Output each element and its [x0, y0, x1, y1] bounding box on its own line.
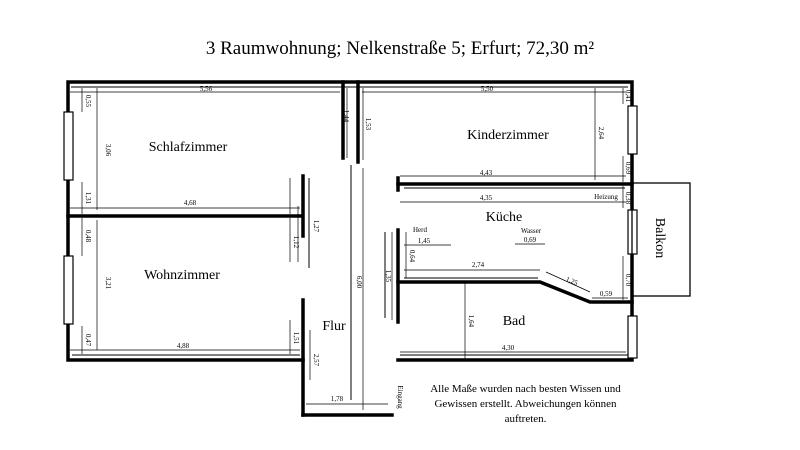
dim-schlaf-height: 3,06	[104, 144, 112, 157]
dim-right-c: 0,70	[624, 274, 632, 287]
page-title: 3 Raumwohnung; Nelkenstraße 5; Erfurt; 7…	[205, 38, 595, 59]
dim-top-left-width: 5,56	[200, 85, 213, 93]
dim-bad-width: 4,30	[502, 344, 515, 352]
dim-door-b: 1,12	[292, 236, 300, 249]
label-heizung: Heizung	[594, 193, 618, 201]
dim-flur-height: 6,00	[355, 276, 363, 289]
window-schlafzimmer	[63, 111, 74, 181]
dim-bad-wall-c: 0,59	[600, 290, 613, 298]
dim-right-a: 0,69	[624, 162, 632, 175]
dim-left-top: 0,55	[84, 95, 92, 108]
dim-left-mid: 1,31	[84, 192, 92, 205]
window-kinderzimmer	[627, 105, 638, 155]
dim-flur-bottom: 2,57	[312, 354, 320, 367]
dim-schlaf-width: 4,68	[184, 199, 197, 207]
dim-right-top: 0,41	[624, 90, 632, 103]
dim-left-bottom: 0,47	[84, 334, 92, 347]
dim-bad-wall-a: 2,74	[472, 261, 485, 269]
dim-herd-depth: 0,64	[408, 250, 416, 263]
outer-walls	[66, 80, 634, 362]
dim-kinder-width: 4,43	[480, 169, 493, 177]
dim-kinder-height: 2,64	[597, 127, 605, 140]
dim-herd-dist: 1,45	[418, 237, 431, 245]
dim-bad-depth: 1,64	[467, 315, 475, 328]
interior-walls	[66, 80, 634, 417]
disclaimer-note: Alle Maße wurden nach besten Wissen und …	[430, 383, 621, 425]
dim-door-c: 1,51	[292, 332, 300, 345]
window-wohnzimmer	[63, 255, 74, 325]
dimension-lines	[70, 88, 628, 410]
dim-left-wall: 0,48	[84, 230, 92, 243]
dim-flur-width: 1,78	[331, 395, 344, 403]
window-bad	[627, 315, 638, 359]
dim-kueche-depth: 1,35	[384, 270, 392, 283]
room-label-kinderzimmer: Kinderzimmer	[467, 128, 549, 143]
room-label-flur: Flur	[322, 319, 346, 334]
dim-kueche-width: 4,35	[480, 194, 493, 202]
dim-top-right-width: 5,50	[481, 85, 494, 93]
room-label-schlafzimmer: Schlafzimmer	[149, 140, 228, 155]
dim-right-b: 0,38	[624, 192, 632, 205]
label-eingang: Eingang	[396, 385, 404, 409]
dim-bad-wall-b: 1,25	[565, 275, 580, 287]
dim-center-top-b: 1,53	[364, 118, 372, 131]
dim-wohn-width: 4,88	[177, 342, 190, 350]
room-label-balkon: Balkon	[652, 218, 667, 258]
room-label-wohnzimmer: Wohnzimmer	[144, 268, 220, 283]
dim-door-a: 1,27	[312, 220, 320, 233]
dim-wasser-dist: 0,69	[524, 236, 537, 244]
room-label-kueche: Küche	[486, 210, 523, 225]
label-wasser: Wasser	[521, 227, 542, 235]
room-label-bad: Bad	[503, 314, 526, 329]
balcony-outline	[631, 182, 691, 297]
dim-center-top-a: 1,44	[342, 110, 350, 123]
dim-wohn-height: 3,21	[104, 277, 112, 290]
label-herd: Herd	[413, 226, 427, 234]
